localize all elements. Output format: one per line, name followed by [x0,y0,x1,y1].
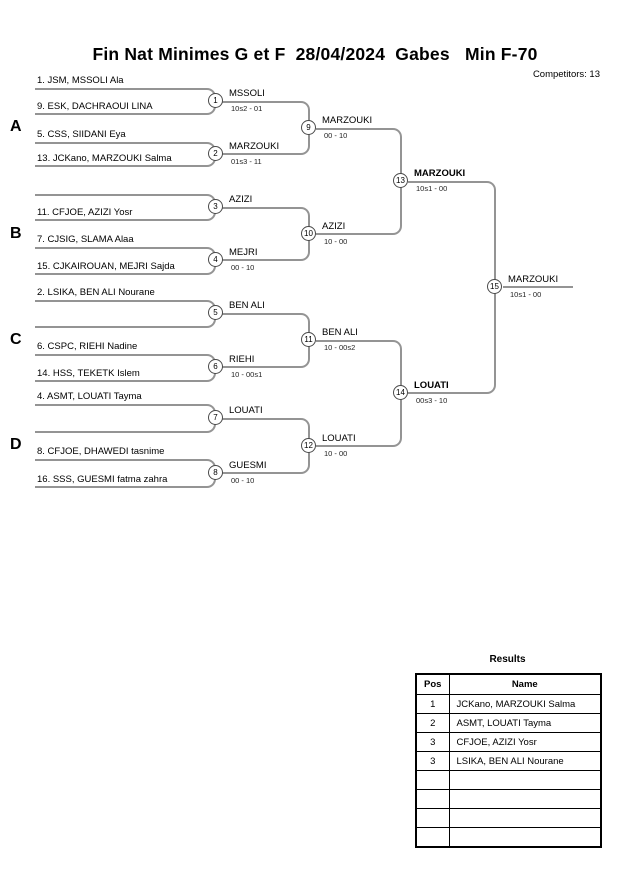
results-name: CFJOE, AZIZI Yosr [448,732,602,752]
match-score-10: 10 - 00 [324,237,348,246]
match-score-8: 00 - 10 [231,476,255,485]
match-score-6: 10 - 00s1 [231,370,263,379]
results-pos: 3 [415,732,450,752]
entry-name-3: 5. CSS, SIIDANI Eya [37,129,126,140]
winner-name-9: MARZOUKI [322,115,373,126]
entry-name-11: 6. CSPC, RIEHI Nadine [37,341,138,352]
match-circle-4: 4 [208,252,223,267]
group-label-a: A [10,118,22,135]
connector-match-14 [316,340,402,447]
results-row-3: 3 CFJOE, AZIZI Yosr [415,732,602,752]
results-pos [415,827,450,848]
winner-name-6: RIEHI [229,354,255,365]
match-circle-13: 13 [393,173,408,188]
match-score-14: 00s3 - 10 [416,396,448,405]
winner-name-3: AZIZI [229,194,253,205]
entry-name-6: 11. CFJOE, AZIZI Yosr [37,207,133,218]
results-name: ASMT, LOUATI Tayma [448,713,602,733]
match-score-11: 10 - 00s2 [324,343,356,352]
winner-name-1: MSSOLI [229,88,265,99]
results-name: LSIKA, BEN ALI Nourane [448,751,602,771]
winner-name-5: BEN ALI [229,300,265,311]
results-row-1: 1 JCKano, MARZOUKI Salma [415,694,602,714]
results-name [448,827,602,848]
winner-name-8: GUESMI [229,460,267,471]
connector-match-5 [35,300,216,328]
match-circle-1: 1 [208,93,223,108]
match-circle-7: 7 [208,410,223,425]
results-row-5 [415,770,602,790]
match-circle-14: 14 [393,385,408,400]
match-score-2: 01s3 - 11 [231,157,262,166]
winner-name-7: LOUATI [229,405,263,416]
results-row-8 [415,827,602,848]
results-pos: 3 [415,751,450,771]
match-score-9: 00 - 10 [324,131,348,140]
winner-name-12: LOUATI [322,433,356,444]
results-name [448,808,602,828]
results-header-row: Pos Name [415,673,602,695]
entry-name-2: 9. ESK, DACHRAOUI LINA [37,101,153,112]
match-circle-3: 3 [208,199,223,214]
winner-name-13: MARZOUKI [414,168,466,179]
winner-name-4: MEJRI [229,247,258,258]
results-pos [415,770,450,790]
connector-match-15 [408,181,496,394]
results-row-6 [415,789,602,809]
page-title: Fin Nat Minimes G et F 28/04/2024 Gabes … [92,44,538,64]
results-table: Pos Name 1 JCKano, MARZOUKI Salma 2 ASMT… [415,673,602,848]
group-label-b: B [10,225,22,242]
results-header-name: Name [448,673,602,695]
connector-match-7 [35,404,216,433]
winner-name-2: MARZOUKI [229,141,280,152]
results-row-2: 2 ASMT, LOUATI Tayma [415,713,602,733]
results-row-7 [415,808,602,828]
entry-name-1: 1. JSM, MSSOLI Ala [37,75,124,86]
results-name [448,770,602,790]
competitors-count: Competitors: 13 [532,69,600,80]
entry-name-9: 2. LSIKA, BEN ALI Nourane [37,287,155,298]
match-circle-5: 5 [208,305,223,320]
match-score-15: 10s1 - 00 [510,290,542,299]
match-score-13: 10s1 - 00 [416,184,448,193]
match-circle-2: 2 [208,146,223,161]
match-score-1: 10s2 - 01 [231,104,263,113]
winner-name-14: LOUATI [414,380,449,391]
match-score-4: 00 - 10 [231,263,255,272]
results-name [448,789,602,809]
results-name: JCKano, MARZOUKI Salma [448,694,602,714]
match-score-12: 10 - 00 [324,449,348,458]
match-circle-15: 15 [487,279,502,294]
entry-name-16: 16. SSS, GUESMI fatma zahra [37,474,168,485]
match-circle-11: 11 [301,332,316,347]
group-label-c: C [10,331,22,348]
entry-name-13: 4. ASMT, LOUATI Tayma [37,391,142,402]
entry-name-4: 13. JCKano, MARZOUKI Salma [37,153,172,164]
final-winner-line [503,286,573,288]
winner-name-10: AZIZI [322,221,346,232]
entry-name-12: 14. HSS, TEKETK Islem [37,368,140,379]
match-circle-6: 6 [208,359,223,374]
match-circle-9: 9 [301,120,316,135]
connector-match-13 [316,128,402,235]
entry-name-8: 15. CJKAIROUAN, MEJRI Sajda [37,261,175,272]
results-pos [415,789,450,809]
winner-name-11: BEN ALI [322,327,358,338]
group-label-d: D [10,436,22,453]
match-circle-10: 10 [301,226,316,241]
match-circle-8: 8 [208,465,223,480]
results-pos: 1 [415,694,450,714]
results-pos [415,808,450,828]
results-pos: 2 [415,713,450,733]
results-header-pos: Pos [415,673,450,695]
winner-name-15: MARZOUKI [508,274,559,285]
entry-name-7: 7. CJSIG, SLAMA Alaa [37,234,134,245]
results-title: Results [489,654,526,665]
entry-name-15: 8. CFJOE, DHAWEDI tasnime [37,446,165,457]
results-row-4: 3 LSIKA, BEN ALI Nourane [415,751,602,771]
match-circle-12: 12 [301,438,316,453]
